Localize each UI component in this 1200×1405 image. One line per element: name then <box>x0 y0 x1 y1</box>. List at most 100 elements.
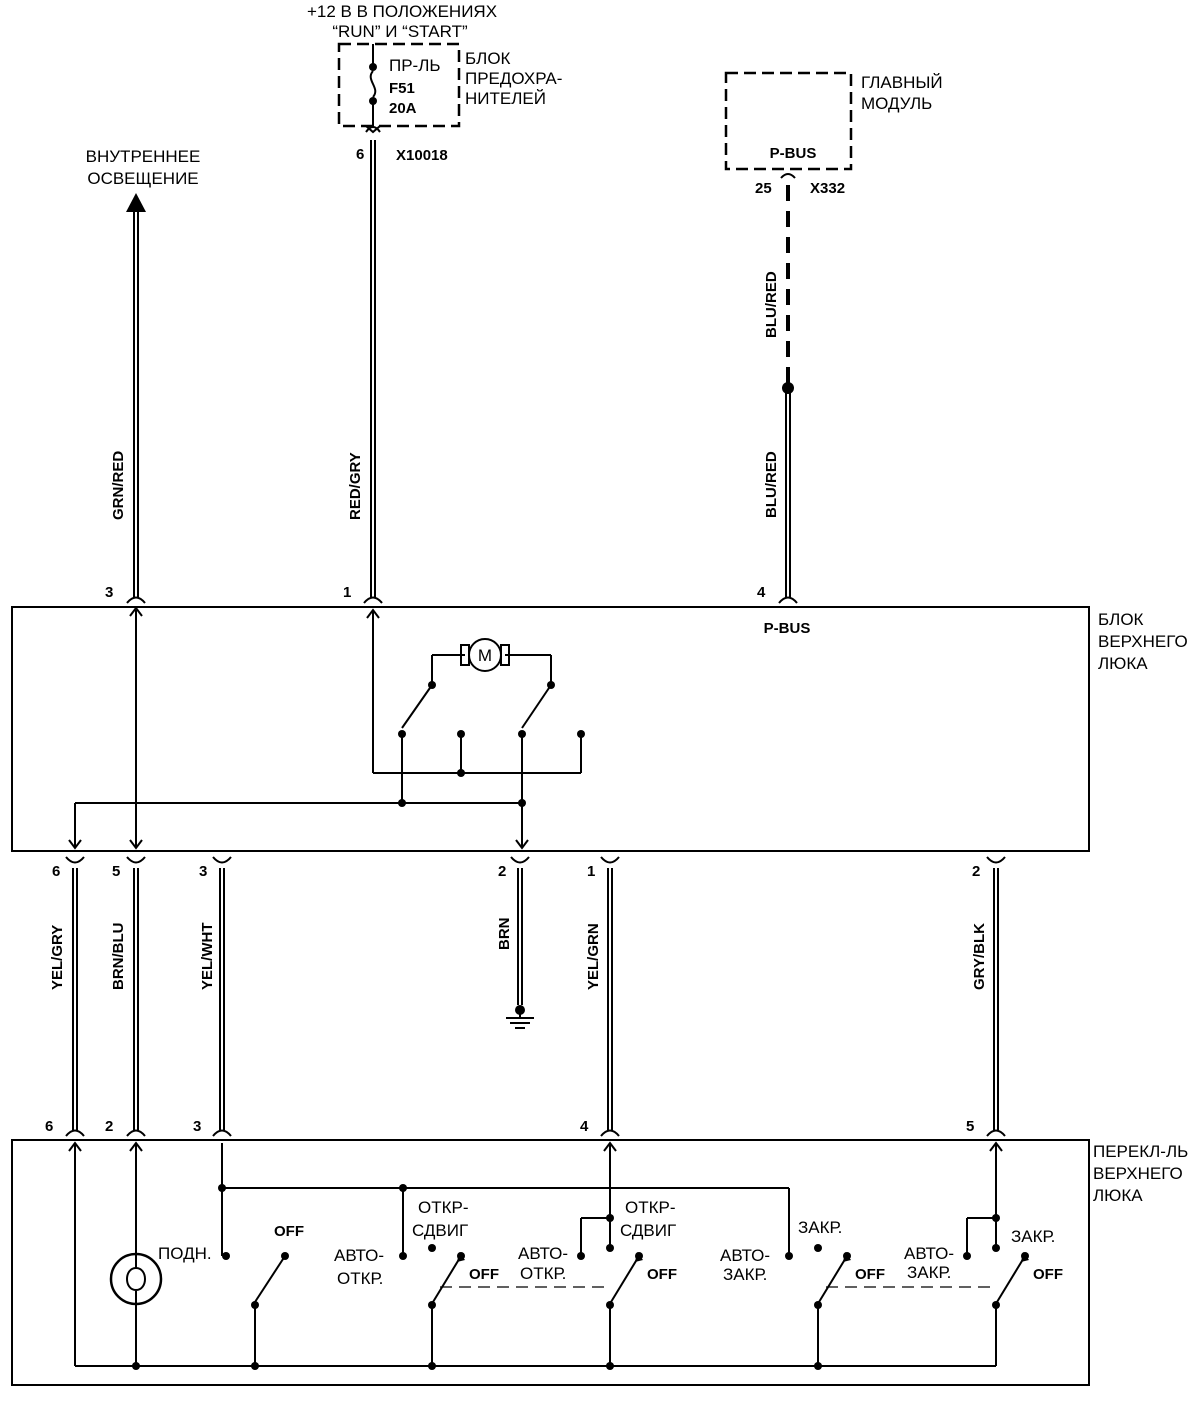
relay-contact <box>521 684 552 729</box>
wire-label-brn: BRN <box>496 918 513 951</box>
svg-text:ЛЮКА: ЛЮКА <box>1098 654 1148 673</box>
main-module-pin: 25 <box>755 180 772 197</box>
fuse-terminal <box>369 63 377 71</box>
sunroof-switch-title: ПЕРЕКЛ-ЛЬ <box>1093 1142 1188 1161</box>
module-pin: 1 <box>587 863 595 880</box>
svg-text:СДВИГ: СДВИГ <box>620 1221 676 1240</box>
main-module-bus: P-BUS <box>770 145 817 162</box>
sunroof-switch-outline <box>11 1139 1090 1386</box>
label-off: OFF <box>274 1223 304 1240</box>
switch-contact <box>610 1255 640 1303</box>
wire-label-grn-red: GRN/RED <box>110 451 127 520</box>
switch-contact <box>818 1255 848 1303</box>
label-off: OFF <box>1033 1266 1063 1283</box>
svg-text:ЛЮКА: ЛЮКА <box>1093 1186 1143 1205</box>
module-pin: 3 <box>105 584 113 601</box>
relay-contact <box>401 684 433 729</box>
connector-icon <box>780 173 796 179</box>
arrow-icon <box>129 606 143 617</box>
module-pin: 5 <box>112 863 120 880</box>
fuse-block-outline <box>337 42 461 128</box>
connector-icon <box>65 1129 85 1137</box>
switch-pin: 3 <box>193 1118 201 1135</box>
fuse-name: ПР-ЛЬ <box>389 56 441 75</box>
label-off: OFF <box>647 1266 677 1283</box>
connector-icon <box>363 596 383 604</box>
sunroof-module-title: БЛОК <box>1098 610 1144 629</box>
arrow-icon <box>366 608 380 619</box>
svg-text:+12 В В ПОЛОЖЕНИЯХ: +12 В В ПОЛОЖЕНИЯХ <box>307 2 497 21</box>
wire-label-brn-blu: BRN/BLU <box>110 923 127 991</box>
motor-icon <box>468 638 502 672</box>
interior-lighting: ВНУТРЕННЕЕ ОСВЕЩЕНИЕ <box>86 147 201 212</box>
connector-icon <box>65 856 85 864</box>
arrow-icon <box>68 839 82 850</box>
label-open-slide: ОТКР- <box>418 1198 469 1217</box>
arrow-icon <box>365 125 381 134</box>
connector-icon <box>126 856 146 864</box>
fuse-id: F51 <box>389 80 415 97</box>
wire-label-yel-gry: YEL/GRY <box>49 925 66 990</box>
fuse-block: ПР-ЛЬ F51 20A БЛОК ПРЕДОХРА- НИТЕЛЕЙ 6 X… <box>337 42 562 164</box>
connector-icon <box>778 596 798 604</box>
switch-contact <box>996 1255 1026 1303</box>
connector-icon <box>986 856 1006 864</box>
label-auto-open: АВТО- <box>518 1244 568 1263</box>
sunroof-module: БЛОК ВЕРХНЕГО ЛЮКА P-BUS 3 1 4 6 5 3 2 1… <box>11 584 1188 880</box>
label-auto-close: АВТО- <box>720 1246 770 1265</box>
wire-label-red-gry: RED/GRY <box>347 452 364 520</box>
arrow-icon <box>515 839 529 850</box>
connector-icon <box>126 596 146 604</box>
main-module-connector-id: X332 <box>810 180 845 197</box>
svg-text:МОДУЛЬ: МОДУЛЬ <box>861 94 932 113</box>
svg-text:ОТКР.: ОТКР. <box>337 1269 383 1288</box>
switch-contact <box>254 1255 286 1303</box>
svg-text:ЗАКР.: ЗАКР. <box>907 1263 951 1282</box>
svg-text:НИТЕЛЕЙ: НИТЕЛЕЙ <box>465 89 546 108</box>
main-module-outline <box>724 71 853 171</box>
connector-icon <box>600 1129 620 1137</box>
connector-icon <box>212 856 232 864</box>
main-module: ГЛАВНЫЙ МОДУЛЬ P-BUS 25 X332 <box>724 71 943 197</box>
lower-wires: YEL/GRY BRN/BLU YEL/WHT BRN YEL/GRN GRY/… <box>49 868 999 1130</box>
motor-label: M <box>478 646 492 665</box>
sunroof-module-bus: P-BUS <box>764 620 811 637</box>
switch-pin: 5 <box>966 1118 974 1135</box>
svg-text:ВЕРХНЕГО: ВЕРХНЕГО <box>1093 1164 1183 1183</box>
sunroof-module-outline <box>11 606 1090 852</box>
svg-text:СДВИГ: СДВИГ <box>412 1221 468 1240</box>
connector-icon <box>365 126 381 133</box>
svg-text:ВНУТРЕННЕЕ: ВНУТРЕННЕЕ <box>86 147 201 166</box>
main-module-title: ГЛАВНЫЙ <box>861 73 943 92</box>
arrow-up-icon <box>126 193 146 212</box>
label-close: ЗАКР. <box>798 1218 842 1237</box>
connector-icon <box>986 1129 1006 1137</box>
arrow-icon <box>129 839 143 850</box>
svg-text:“RUN” И “START”: “RUN” И “START” <box>332 22 468 41</box>
module-pin: 2 <box>498 863 506 880</box>
label-off: OFF <box>469 1266 499 1283</box>
motor: M <box>431 638 552 685</box>
supply-label: +12 В В ПОЛОЖЕНИЯХ “RUN” И “START” <box>307 2 497 41</box>
upper-wires: GRN/RED RED/GRY BLU/RED BLU/RED <box>110 140 794 598</box>
wire-label-blu-red-top: BLU/RED <box>763 271 780 338</box>
wire-label-blu-red-bottom: BLU/RED <box>763 451 780 518</box>
label-auto-close: АВТО- <box>904 1244 954 1263</box>
sunroof-switch: ПЕРЕКЛ-ЛЬ ВЕРХНЕГО ЛЮКА 6 2 3 4 5 <box>11 1118 1188 1386</box>
module-pin: 6 <box>52 863 60 880</box>
label-close: ЗАКР. <box>1011 1227 1055 1246</box>
module-pin: 4 <box>757 584 766 601</box>
connector-icon <box>212 1129 232 1137</box>
wire-label-yel-wht: YEL/WHT <box>199 923 216 991</box>
splice-dot <box>782 382 794 394</box>
connector-icon <box>126 1129 146 1137</box>
wire-label-gry-blk: GRY/BLK <box>971 923 988 990</box>
svg-text:ПРЕДОХРА-: ПРЕДОХРА- <box>465 69 562 88</box>
switch-contact <box>432 1255 462 1303</box>
svg-text:ЗАКР.: ЗАКР. <box>723 1265 767 1284</box>
svg-text:ВЕРХНЕГО: ВЕРХНЕГО <box>1098 632 1188 651</box>
ground-icon <box>506 1005 534 1029</box>
fuse-pin: 6 <box>356 146 364 163</box>
label-auto-open: АВТО- <box>334 1246 384 1265</box>
label-lift: ПОДН. <box>158 1244 212 1263</box>
